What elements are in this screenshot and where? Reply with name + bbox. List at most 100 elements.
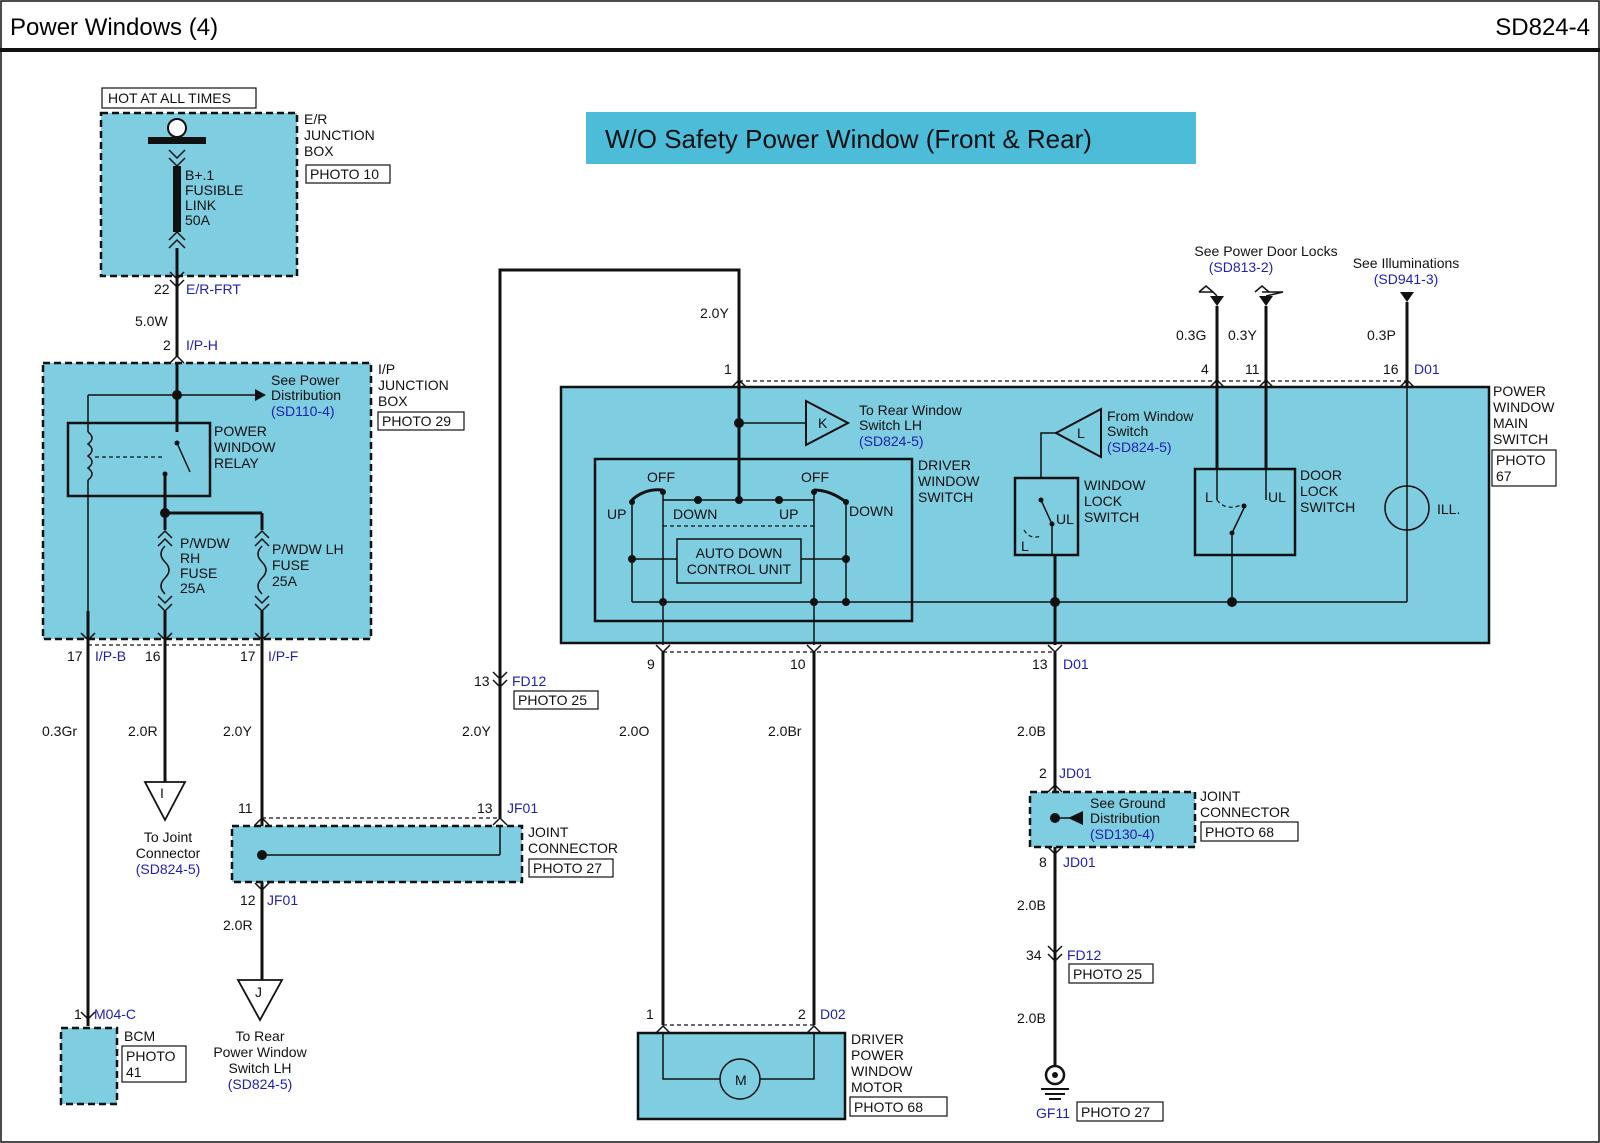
splice-dot (694, 496, 702, 504)
splice-dot (775, 496, 783, 504)
connector-chevron-icon (254, 529, 270, 547)
relay-line-2: WINDOW (214, 439, 276, 455)
to-joint-line-2: Connector (136, 845, 201, 861)
driver-switch-name-3: SWITCH (918, 489, 973, 505)
feed-arrow-icon (1400, 292, 1414, 302)
jf01-connector: JF01 (507, 800, 538, 816)
er-connector: E/R-FRT (186, 281, 241, 297)
door-locks-ref: (SD813-2) (1209, 259, 1274, 275)
connector-chevron-icon (80, 1011, 96, 1021)
bcm-pin: 1 (74, 1006, 82, 1022)
jd01-connector: JD01 (1059, 765, 1092, 781)
diagram-code: SD824-4 (1495, 14, 1590, 41)
offpage-connector-k-icon (805, 399, 851, 447)
wlock-l: L (1021, 538, 1029, 554)
jf01-name-1: JOINT (528, 824, 569, 840)
off-left: OFF (647, 469, 675, 485)
driver-window-switch (593, 457, 914, 623)
bcm-photo-tag (121, 1045, 187, 1083)
splice-dot (1050, 597, 1060, 607)
wire-color-0-3g: 0.3G (1176, 327, 1206, 343)
fd12-photo-b: PHOTO 25 (1073, 966, 1142, 982)
motor-photo: PHOTO 68 (854, 1099, 923, 1115)
to-rear-ref: (SD824-5) (228, 1076, 293, 1092)
splice-dot (810, 598, 818, 606)
relay-line-3: RELAY (214, 455, 260, 471)
ground-see-line-2: Distribution (1090, 810, 1160, 826)
motor-name-4: MOTOR (851, 1079, 903, 1095)
auto-down-line-2: CONTROL UNIT (687, 561, 792, 577)
to-rear-window-line-1: To Rear Window (859, 402, 963, 418)
dlock-switch-arm (1231, 507, 1245, 534)
ground-see-line-1: See Ground (1090, 795, 1166, 811)
auto-down-line-1: AUTO DOWN (696, 545, 783, 561)
motor-name-1: DRIVER (851, 1031, 904, 1047)
jd01-pin-2: 2 (1039, 765, 1047, 781)
motor-internal-wire (760, 1033, 815, 1080)
ip-top-connector: I/P-H (186, 337, 218, 353)
relay-line-1: POWER (214, 423, 267, 439)
wire-color-2-0r-b: 2.0R (223, 917, 253, 933)
connector-chevron-icon (168, 230, 186, 249)
connector-chevron-icon (169, 354, 185, 364)
er-box-name-3: BOX (304, 143, 334, 159)
splice-dot (257, 850, 267, 860)
fusible-link-icon (173, 166, 181, 232)
fusible-link-line-1: B+.1 (185, 167, 214, 183)
ground-see-ref: (SD130-4) (1090, 826, 1155, 842)
off-right: OFF (801, 469, 829, 485)
fd12-connector-b: FD12 (1067, 947, 1101, 963)
fuse-rh-line-2: RH (180, 550, 200, 566)
er-pin: 22 (154, 281, 170, 297)
wlock-name-2: LOCK (1084, 493, 1123, 509)
door-locks-label: See Power Door Locks (1194, 243, 1337, 259)
wlock-switch-arm (1040, 499, 1053, 525)
illumination-lamp-icon (1384, 485, 1430, 531)
driver-switch-name-2: WINDOW (918, 473, 980, 489)
er-box-photo: PHOTO 10 (310, 166, 379, 182)
power-window-main-switch (559, 385, 1491, 645)
fusible-link-line-4: 50A (185, 212, 211, 228)
fd12-photo-tag-b (1068, 963, 1154, 984)
bcm-module (59, 1026, 119, 1106)
offpage-connector-i-icon (143, 781, 187, 822)
jd01-name-2: CONNECTOR (1200, 804, 1290, 820)
wire-color-2-0y-low: 2.0Y (462, 723, 491, 739)
switch-contact (1241, 503, 1247, 509)
fd12-pin: 13 (474, 673, 490, 689)
from-window-ref: (SD824-5) (1107, 439, 1172, 455)
fd12-pin-34: 34 (1026, 947, 1042, 963)
fuse-rh-line-4: 25A (180, 580, 206, 596)
offpage-connector-l-icon (1053, 407, 1102, 459)
main-photo-1: PHOTO (1496, 452, 1546, 468)
er-box-photo-tag (305, 164, 391, 184)
down-right: DOWN (849, 503, 893, 519)
dlock-ul: UL (1268, 489, 1286, 505)
up-right: UP (779, 506, 798, 522)
power-window-relay (66, 421, 212, 498)
connector-chevron-icon (157, 632, 173, 642)
hot-at-all-times-label: HOT AT ALL TIMES (108, 90, 231, 106)
main-connector-top: D01 (1414, 361, 1440, 377)
battery-bar-icon (148, 137, 206, 144)
jf01-pin-right: 13 (477, 800, 493, 816)
splice-dot (628, 555, 636, 563)
dlock-l: L (1205, 489, 1213, 505)
main-connector-bottom: D01 (1063, 656, 1089, 672)
main-pin-1: 1 (724, 361, 732, 377)
splice-dot (842, 555, 850, 563)
wire-color-2-0y-high: 2.0Y (700, 305, 729, 321)
ip-see-line-2: Distribution (271, 387, 341, 403)
fusible-link-line-3: LINK (185, 197, 217, 213)
connector-chevron-icon (80, 632, 96, 642)
wire-from-l (1040, 432, 1056, 478)
ip-conn-b: I/P-B (95, 648, 126, 664)
er-box-name-1: E/R (304, 111, 327, 127)
offpage-i-letter: I (160, 785, 164, 801)
offpage-l-letter: L (1077, 425, 1085, 441)
splice-dot (659, 598, 667, 606)
offpage-k-letter: K (818, 415, 828, 431)
main-pin-13: 13 (1032, 656, 1048, 672)
ip-box-name-3: BOX (378, 393, 408, 409)
connector-chevron-icon (254, 882, 270, 892)
